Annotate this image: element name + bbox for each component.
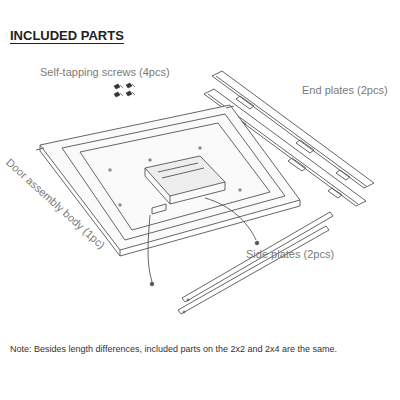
part-label: End plates (2pcs) [302, 84, 388, 97]
part-label: Side plates (2pcs) [246, 248, 334, 261]
part-label: Self-tapping screws (4pcs) [40, 66, 170, 79]
screws [114, 83, 135, 97]
heading: INCLUDED PARTS [10, 28, 124, 44]
side-plates [178, 212, 333, 314]
note-text: Note: Besides length differences, includ… [10, 344, 395, 355]
